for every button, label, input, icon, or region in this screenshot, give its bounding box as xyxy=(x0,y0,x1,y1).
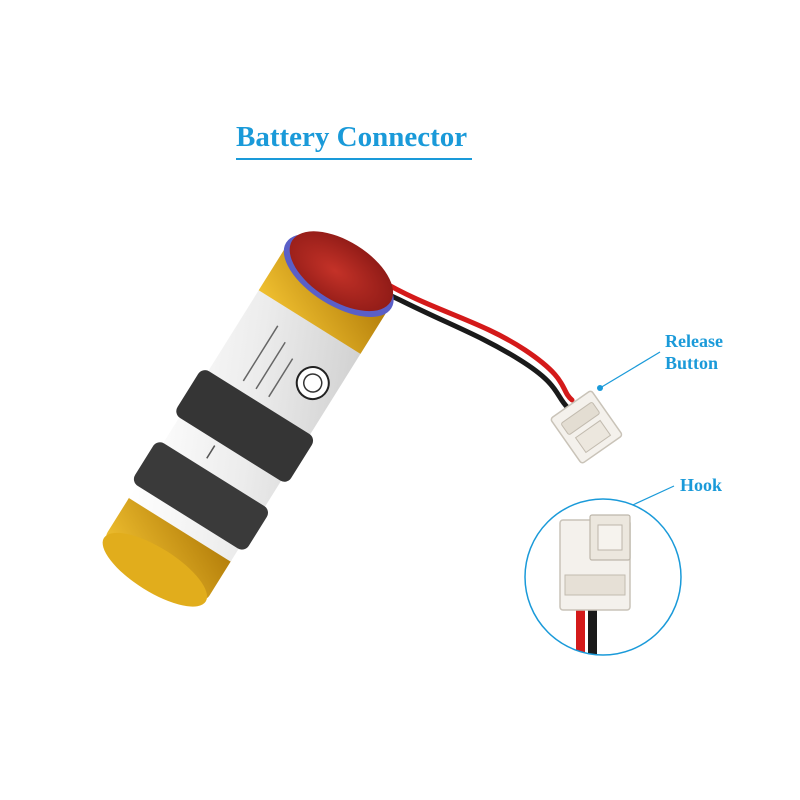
connector-plug xyxy=(550,390,623,464)
release-button-label-line1: Release xyxy=(665,331,723,351)
release-button-label-line2: Button xyxy=(665,353,719,373)
page-title: Battery Connector xyxy=(236,121,468,153)
hook-label: Hook xyxy=(680,475,723,495)
battery-cell xyxy=(102,231,394,607)
zoom-inset xyxy=(524,498,682,656)
callout-release xyxy=(597,351,661,391)
title-underline xyxy=(236,158,472,160)
